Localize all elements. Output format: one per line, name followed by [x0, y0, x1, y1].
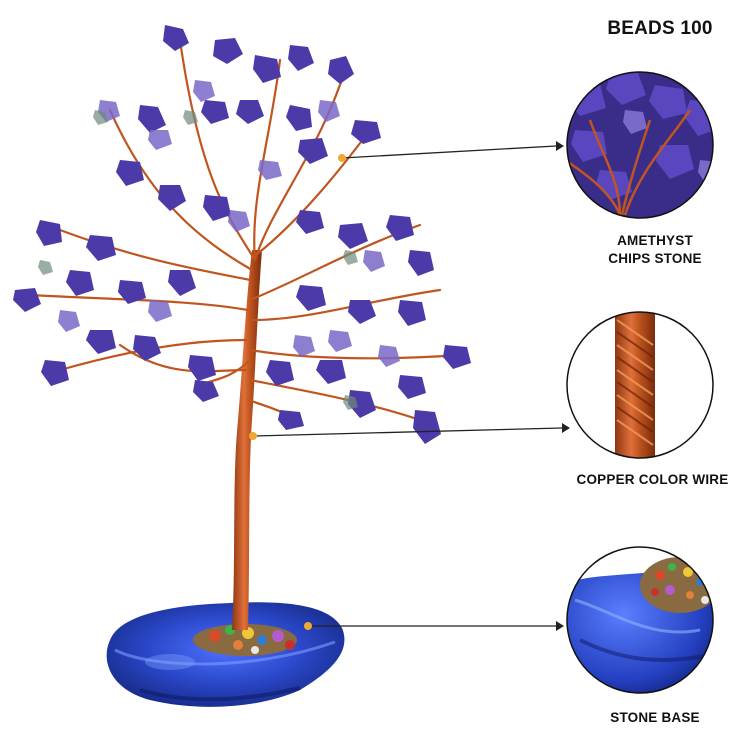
zoom-circle-amethyst	[566, 71, 714, 219]
callout-label-base: STONE BASE	[610, 710, 700, 725]
callout-label-amethyst-line1: AMETHYST	[617, 233, 693, 248]
callout-label-amethyst: AMETHYST CHIPS STONE	[580, 232, 730, 268]
callout-label-wire: COPPER COLOR WIRE	[576, 472, 729, 487]
beads-count-title: BEADS 100	[607, 18, 713, 39]
zoom-circle-wire	[566, 311, 714, 459]
chip-pile	[193, 624, 297, 656]
tree-trunk	[232, 250, 262, 630]
callout-connectors	[249, 141, 570, 631]
callout-label-amethyst-line2: CHIPS STONE	[608, 251, 702, 266]
amethyst-chips-cluster	[13, 25, 471, 444]
zoom-circle-base	[566, 546, 714, 694]
